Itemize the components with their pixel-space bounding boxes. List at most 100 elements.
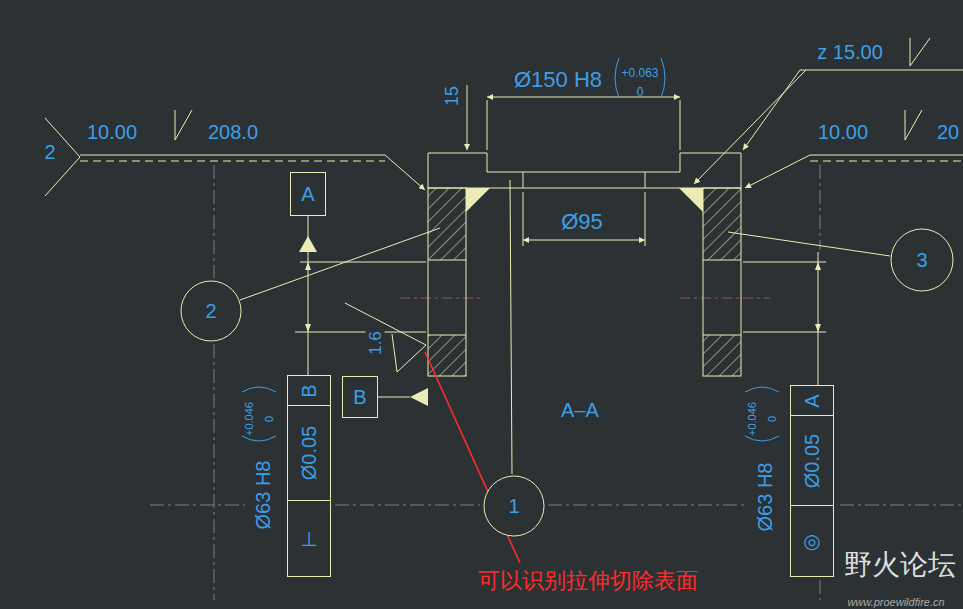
weld-size: 10.00 <box>87 122 137 142</box>
watermark: 野火论坛 <box>844 551 956 579</box>
extension-line <box>487 100 680 150</box>
weld-arrow <box>385 155 425 190</box>
tolerance-text: +0.046 <box>244 402 255 436</box>
plate-section <box>428 153 523 188</box>
weld-length: 208.0 <box>208 122 258 142</box>
weld-tail-number: 2 <box>44 142 55 162</box>
fillet-symbol <box>175 110 192 140</box>
fillet-weld <box>679 188 703 212</box>
callout-number: 2 <box>180 280 242 342</box>
frame-cell: Ø0.05 <box>791 416 833 506</box>
frame-cell: ◎ <box>791 506 833 576</box>
tolerance-bracket <box>615 58 619 98</box>
tolerance-bracket <box>661 58 665 98</box>
wall-hatch <box>428 188 466 260</box>
datum-letter: A <box>301 184 314 204</box>
frame-entry: Ø0.05 <box>299 426 319 480</box>
wall-edge <box>428 260 466 335</box>
wall-hatch <box>703 188 741 260</box>
frame-entry: B <box>299 384 319 397</box>
fillet-weld <box>466 188 490 212</box>
frame-entry: ◎ <box>803 531 820 551</box>
dimension-arrow <box>815 324 821 332</box>
frame-cell: Ø0.05 <box>288 406 330 501</box>
weld-arrow <box>745 155 810 188</box>
plate-edge <box>523 172 645 188</box>
hole-axis-line <box>400 298 770 299</box>
callout-number-text: 1 <box>508 496 519 516</box>
weld-reference-line <box>80 155 385 156</box>
callout-leader <box>240 228 440 300</box>
tolerance-bracket <box>745 387 779 392</box>
leader-line <box>308 216 309 375</box>
watermark-url: www.proewildfire.cn <box>847 597 944 608</box>
datum-letter: B <box>353 387 366 407</box>
dimension-line <box>818 252 819 385</box>
datum-triangle <box>410 388 428 406</box>
weld-size: 10.00 <box>818 122 868 142</box>
dimension-arrow <box>815 262 821 270</box>
dimension-text: Ø63 H8 <box>253 461 273 530</box>
dimension-text: Ø95 <box>561 211 603 233</box>
dimension-line <box>467 85 468 150</box>
weld-reference-line <box>810 155 963 156</box>
fillet-symbol <box>905 110 922 140</box>
feature-control-frame: B Ø0.05 ⊥ <box>287 375 331 577</box>
weld-arrow <box>694 70 806 184</box>
dimension-line <box>523 240 645 241</box>
tolerance-text: 0 <box>637 86 644 98</box>
tolerance-text: +0.063 <box>621 67 658 79</box>
callout-number: 1 <box>483 475 545 537</box>
weld-reference-line <box>800 70 963 71</box>
callout-leader <box>510 180 512 474</box>
frame-cell: A <box>791 386 833 416</box>
tolerance-bracket <box>745 436 779 441</box>
dimension-text: 15 <box>443 86 461 106</box>
weld-length: 20 <box>937 122 959 142</box>
callout-circle <box>891 229 953 291</box>
dimension-text: Ø150 H8 <box>514 69 602 91</box>
wall-hatch <box>703 335 741 376</box>
extension-line <box>523 192 645 246</box>
weld-arrow <box>743 70 800 150</box>
frame-entry: A <box>802 394 822 407</box>
extension-line <box>743 262 826 332</box>
frame-entry: ⊥ <box>300 529 317 549</box>
plate-section <box>645 153 741 188</box>
surface-roughness: 1.6 <box>366 328 385 358</box>
datum-box: B <box>342 376 378 418</box>
surface-finish-symbol <box>345 303 426 372</box>
tolerance-bracket <box>242 436 276 441</box>
fillet-symbol <box>910 38 930 66</box>
callout-circle <box>181 281 241 341</box>
wall-section <box>428 188 466 376</box>
wall-section <box>703 188 741 376</box>
weld-reference-dashed <box>80 161 385 162</box>
frame-entry: Ø0.05 <box>802 433 822 487</box>
weld-reference-dashed <box>810 161 963 162</box>
weld-tail <box>45 118 80 196</box>
callout-number-text: 2 <box>205 301 216 321</box>
frame-cell: B <box>288 376 330 406</box>
annotation-note: 可以识别拉伸切除表面 <box>478 570 698 592</box>
callout-number-text: 3 <box>916 250 927 270</box>
tolerance-text: 0 <box>264 416 275 422</box>
tolerance-text: 0 <box>767 416 778 422</box>
tolerance-bracket <box>242 387 276 392</box>
datum-box: A <box>290 172 326 216</box>
weld-note: z 15.00 <box>817 42 883 62</box>
section-label: A–A <box>561 400 599 420</box>
extension-line <box>295 262 426 332</box>
callout-leader <box>728 232 890 256</box>
tolerance-text: +0.046 <box>747 402 758 436</box>
dimension-line <box>487 97 680 98</box>
center-line <box>214 165 215 600</box>
callout-circle <box>484 476 544 536</box>
feature-control-frame: A Ø0.05 ◎ <box>790 385 834 577</box>
wall-edge <box>703 260 741 335</box>
datum-leader <box>378 397 410 398</box>
frame-cell: ⊥ <box>288 501 330 576</box>
callout-number: 3 <box>890 228 954 292</box>
dimension-text: Ø63 H8 <box>755 463 775 532</box>
